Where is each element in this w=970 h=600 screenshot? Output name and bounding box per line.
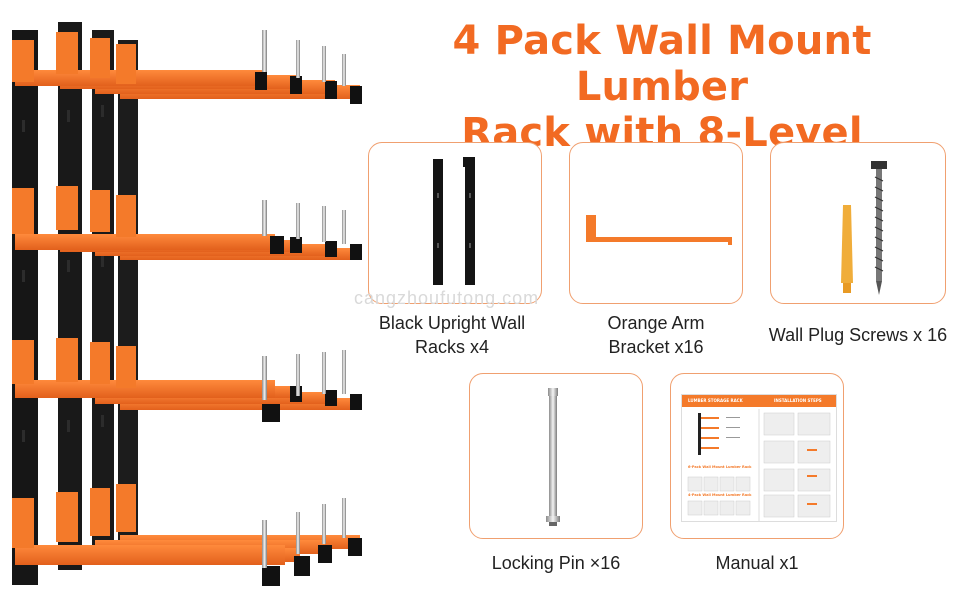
product-title: 4 Pack Wall Mount Lumber Rack with 8-Lev…: [362, 18, 962, 156]
caption-locking-pin-line1: Locking Pin ×16: [491, 553, 621, 573]
caption-wall-plug-screws-line1: Wall Plug Screws x 16: [768, 325, 948, 345]
manual-thumbnail: LUMBER STORAGE RACK INSTALLATION STEPS 6…: [681, 394, 837, 522]
manual-section-b: 4-Pack Wall Mount Lumber Rack: [688, 493, 752, 497]
manual-header-bar: [682, 395, 836, 407]
upright-rack-icon: [433, 157, 475, 285]
watermark: cangzhoufutong.com: [354, 288, 540, 308]
caption-uprights-line2: Racks x4: [414, 337, 490, 357]
caption-wall-plug-screws: Wall Plug Screws x 16: [748, 323, 968, 347]
manual-header-left: LUMBER STORAGE RACK: [688, 398, 743, 403]
component-card-manual: LUMBER STORAGE RACK INSTALLATION STEPS 6…: [670, 373, 844, 539]
component-card-arm-bracket: [569, 142, 743, 304]
component-card-locking-pin: [469, 373, 643, 539]
arm-bracket-icon: [586, 215, 732, 245]
locking-pin-icon: [546, 388, 560, 526]
manual-section-a: 6-Pack Wall Mount Lumber Rack: [688, 465, 752, 469]
manual-diagram: [687, 409, 831, 521]
caption-uprights: Black Upright Wall Racks x4: [345, 311, 559, 359]
component-card-uprights: [368, 142, 542, 304]
caption-arm-bracket: Orange Arm Bracket x16: [556, 311, 756, 359]
component-card-wall-plug-screws: [770, 142, 946, 304]
caption-arm-bracket-line2: Bracket x16: [608, 337, 704, 357]
caption-locking-pin: Locking Pin ×16: [450, 551, 662, 575]
wall-plug-screw-icon: [841, 161, 887, 295]
caption-uprights-line1: Black Upright Wall: [378, 313, 526, 333]
manual-header-right: INSTALLATION STEPS: [774, 398, 822, 403]
caption-arm-bracket-line1: Orange Arm: [607, 313, 705, 333]
caption-manual-line1: Manual x1: [715, 553, 799, 573]
caption-manual: Manual x1: [657, 551, 857, 575]
product-title-line1: 4 Pack Wall Mount Lumber: [452, 18, 872, 110]
lumber-rack-illustration: [12, 22, 362, 586]
